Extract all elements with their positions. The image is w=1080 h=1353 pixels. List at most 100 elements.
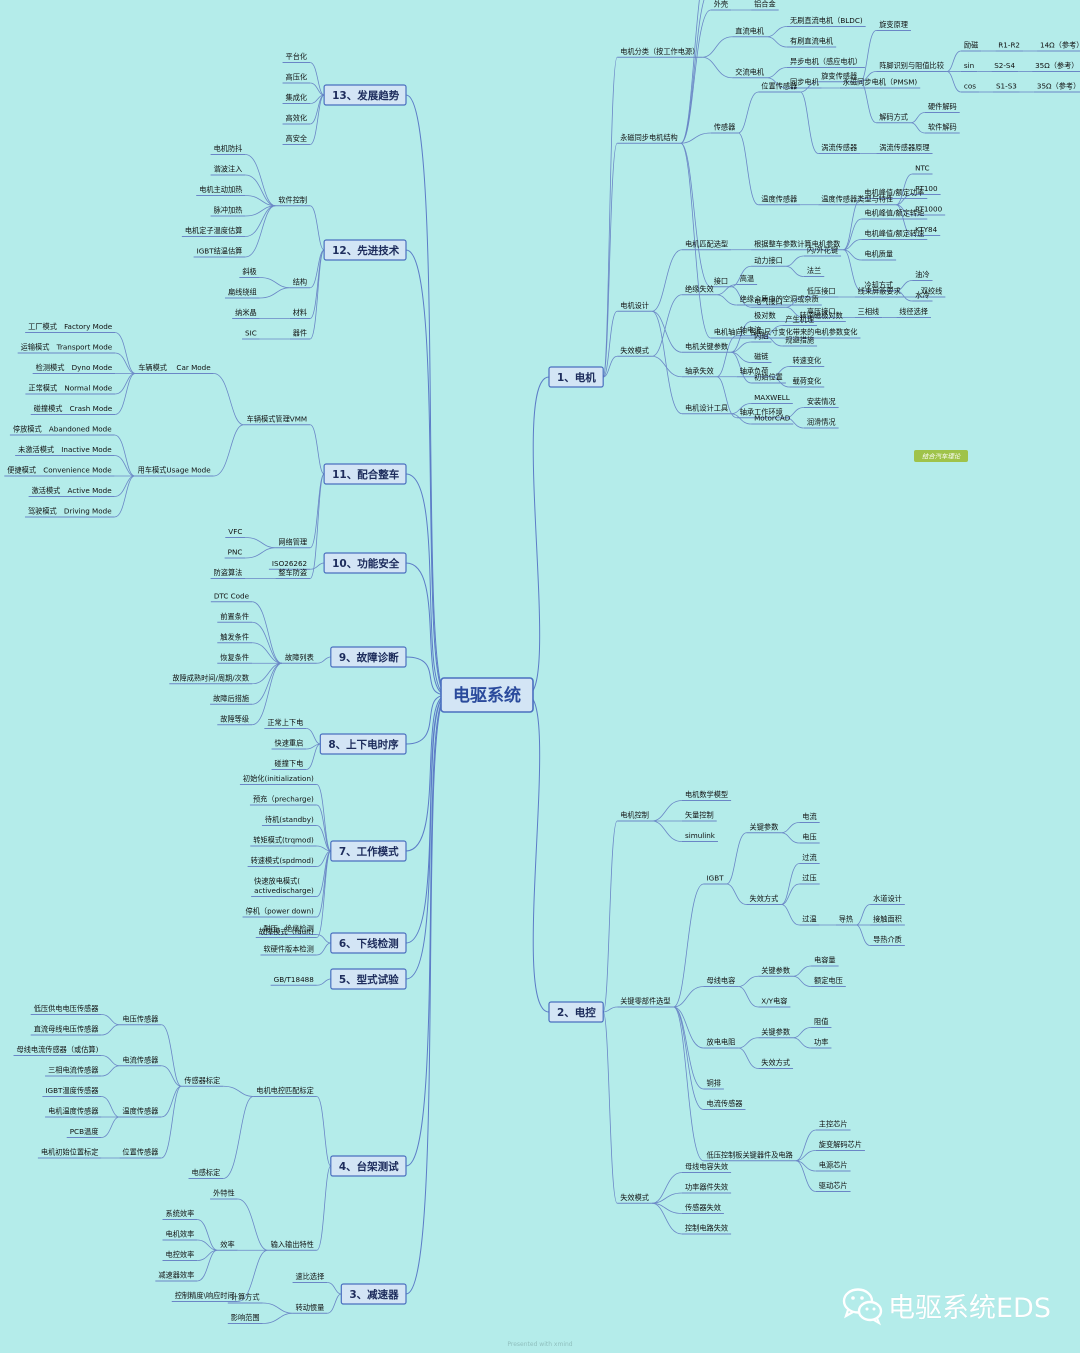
topic-box[interactable] [323, 239, 407, 261]
node-label: 快速重启 [275, 739, 304, 748]
main-topic-6、下线检测[interactable]: 6、下线检测 [330, 932, 407, 954]
node-label: 高安全 [286, 134, 308, 143]
node-label: 软硬件版本检测 [263, 945, 313, 954]
topic-box[interactable] [340, 1283, 407, 1305]
node-connector [673, 883, 704, 1008]
topic-label: 11、配合整车 [332, 468, 400, 481]
node-connector [785, 306, 804, 318]
node-label: 故障模式（fault) [259, 927, 314, 936]
main-topic-11、配合整车[interactable]: 11、配合整车 [323, 463, 407, 485]
node-label: 产生机理 [785, 315, 814, 324]
topic-box[interactable] [319, 733, 407, 755]
node-label: 内/外花键 [807, 246, 838, 255]
branch-curve [405, 249, 448, 696]
topic-box[interactable] [330, 646, 407, 668]
node-connector [237, 1249, 268, 1302]
node-label: IGBT [707, 874, 725, 883]
node-connector [781, 883, 800, 905]
topic-label: 9、故障诊断 [339, 651, 399, 664]
main-topic-5、型式试验[interactable]: 5、型式试验 [330, 968, 407, 990]
main-topic-4、台架测试[interactable]: 4、台架测试 [330, 1155, 407, 1177]
node-label: 前置条件 [220, 612, 249, 621]
topic-box[interactable] [323, 84, 407, 106]
main-topic-9、故障诊断[interactable]: 9、故障诊断 [330, 646, 407, 668]
main-topic-12、先进技术[interactable]: 12、先进技术 [323, 239, 407, 261]
node-connector [716, 376, 737, 419]
node-connector [730, 351, 752, 384]
main-topic-13、发展趋势[interactable]: 13、发展趋势 [323, 84, 407, 106]
node-label: 励磁 [964, 41, 978, 50]
main-topic-7、工作模式[interactable]: 7、工作模式 [330, 840, 407, 862]
node-label: 纳米晶 [235, 308, 257, 317]
node-connector [161, 1065, 182, 1087]
central-topic-box[interactable] [440, 677, 534, 713]
topic-label: 7、工作模式 [339, 845, 399, 858]
node-label: 载荷变化 [792, 377, 821, 386]
node-connector [651, 1192, 682, 1204]
node-label: 电机轴向、径向尺寸变化带来的电机参数变化 [714, 328, 858, 337]
node-label: 水道设计 [873, 894, 902, 903]
topic-box[interactable] [323, 552, 407, 574]
node-label: IGBT温度传感器 [45, 1086, 98, 1095]
topic-box[interactable] [330, 1155, 407, 1177]
node-label: 影响范围 [231, 1313, 260, 1322]
node-label: 整车防盗 [278, 568, 307, 577]
node-label: 传感器失效 [685, 1203, 721, 1212]
main-topic-10、功能安全[interactable]: 10、功能安全 [323, 552, 407, 574]
node-connector [223, 1096, 254, 1179]
node-connector [245, 547, 276, 559]
main-topics[interactable]: 1、电机 2、电控 13、发展趋势 12、先进技术 11、配合整车 10、功能安全 9、故障… [319, 84, 604, 1305]
node-label: 电容量 [814, 956, 836, 965]
topic-box[interactable] [548, 366, 604, 388]
node-label: 法兰 [807, 266, 821, 275]
topic-box[interactable] [548, 1001, 604, 1023]
node-connector [716, 294, 737, 306]
node-label: 导热介质 [873, 935, 902, 944]
main-topic-3、减速器[interactable]: 3、减速器 [340, 1283, 407, 1305]
node-label: 直流母线电压传感器 [34, 1025, 99, 1034]
main-topic-2、电控[interactable]: 2、电控 [548, 1001, 604, 1023]
main-topic-1、电机[interactable]: 1、电机 [548, 366, 604, 388]
node-connector [738, 1037, 759, 1049]
node-label: 功率器件失效 [685, 1183, 728, 1192]
branch-curve [405, 94, 448, 696]
topic-box[interactable] [330, 968, 407, 990]
node-label: 失效方式 [750, 894, 779, 903]
node-label: 绝缘介质中的空洞或杂质 [740, 295, 819, 304]
node-connector [603, 1006, 618, 1013]
node-underlines [4, 0, 1080, 1324]
branch-curve [405, 694, 448, 1167]
node-connector [161, 1085, 182, 1118]
node-connector [795, 1160, 816, 1192]
node-label: 传感器 [714, 123, 736, 132]
central-topic[interactable]: 电驱系统 [440, 677, 534, 713]
node-connector [896, 280, 913, 292]
node-label: 磁链 [754, 352, 768, 361]
node-label: 涡流传感器 [821, 143, 857, 152]
node-label: 旋变原理 [879, 20, 908, 29]
branch-curve [405, 562, 448, 696]
node-label: 减速器效率 [158, 1271, 194, 1280]
topic-box[interactable] [330, 840, 407, 862]
node-label: 便捷模式 Convenience Mode [7, 466, 112, 475]
node-label: 电机控制 [620, 811, 649, 820]
node-connector [316, 942, 331, 956]
node-label: 关键参数 [761, 1027, 790, 1036]
node-connector [197, 1239, 218, 1251]
node-label: 外壳 [714, 0, 728, 9]
topic-label: 13、发展趋势 [332, 89, 400, 102]
node-label: SIC [245, 329, 257, 338]
node-label: 接口 [714, 276, 728, 285]
node-label: R1-R2 [998, 41, 1020, 50]
node-label: 软件控制 [278, 195, 307, 204]
node-label: 快速放电模式( [254, 877, 300, 886]
node-connector [738, 91, 759, 134]
topic-box[interactable] [330, 932, 407, 954]
topic-box[interactable] [323, 463, 407, 485]
node-label: 交流电机 [735, 67, 765, 76]
main-topic-8、上下电时序[interactable]: 8、上下电时序 [319, 733, 407, 755]
node-label: 三相电流传感器 [48, 1066, 98, 1075]
node-label: 电机初始位置标定 [41, 1148, 99, 1157]
node-label: 过温 [802, 915, 816, 924]
node-connector [251, 662, 283, 726]
